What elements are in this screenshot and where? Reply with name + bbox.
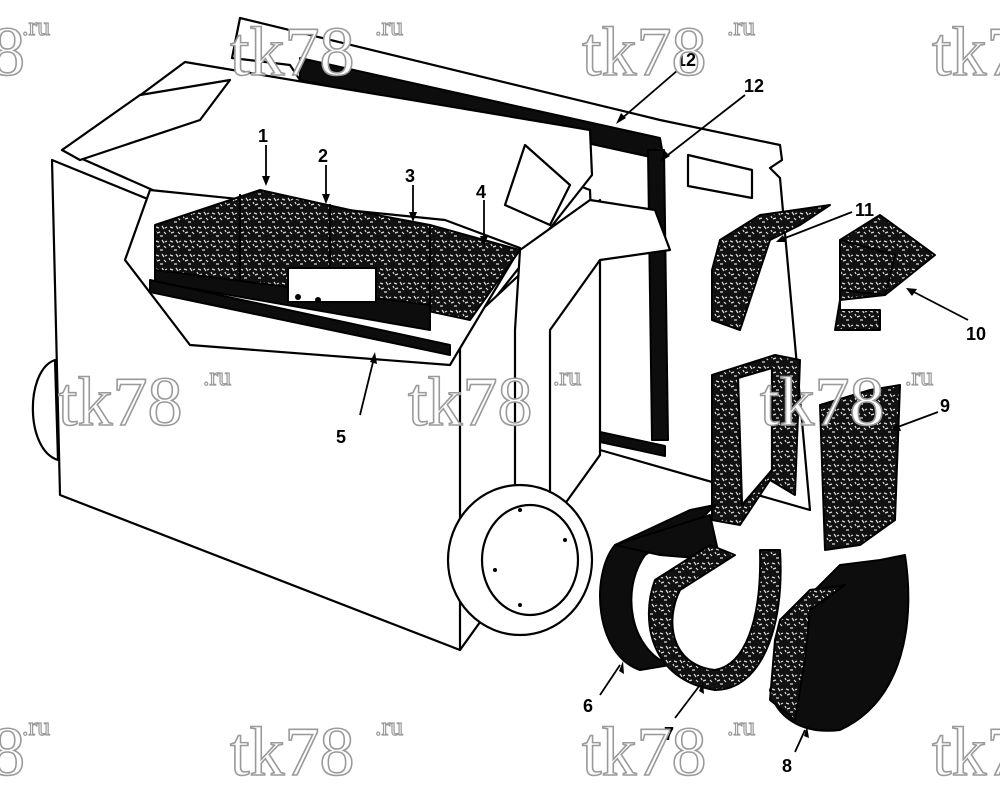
watermark-partial: 8 [0,714,25,791]
watermark-suffix: .ru [727,12,755,41]
callout-11: 11 [855,200,874,220]
part-8 [769,554,910,732]
callout-7: 7 [664,724,674,744]
watermark: tk78 [582,14,706,91]
callout-10: 10 [966,324,986,344]
watermark-partial: 8 [0,14,25,91]
watermarks: 8 .ru tk78 .ru tk78 .ru tk78 tk78 .ru tk… [0,11,1000,791]
callout-12-panel: 12 [744,76,764,96]
part-6 [599,504,721,671]
watermark: tk78 [58,364,182,441]
callout-12-top: 12 [676,50,696,70]
part-10 [834,214,936,331]
watermark-suffix: .ru [22,712,50,741]
watermark: tk78 [932,714,1000,791]
watermark-suffix: .ru [203,362,231,391]
part-9-right [819,384,901,551]
callout-1: 1 [258,126,268,146]
watermark: tk78 [230,714,354,791]
callout-labels: 1 2 3 4 5 6 7 8 9 10 11 12 12 [258,50,986,776]
leader-lines [262,69,969,753]
watermark-suffix: .ru [727,712,755,741]
watermark: tk78 [230,14,354,91]
callout-3: 3 [405,166,415,186]
callout-6: 6 [583,696,593,716]
callout-8: 8 [782,756,792,776]
watermark-suffix: .ru [553,362,581,391]
callout-5: 5 [336,427,346,447]
part-11 [711,204,831,331]
watermark: tk78 [932,14,1000,91]
callout-2: 2 [318,146,328,166]
watermark-suffix: .ru [375,712,403,741]
watermark-suffix: .ru [22,12,50,41]
watermark-suffix: .ru [375,12,403,41]
housing [31,60,672,652]
callout-4: 4 [476,182,486,202]
watermark: tk78 [582,714,706,791]
callout-9: 9 [940,396,950,416]
watermark-suffix: .ru [905,362,933,391]
watermark: tk78 [760,364,884,441]
part-7 [647,544,782,691]
part-9-left [711,354,801,526]
watermark: tk78 [408,364,532,441]
